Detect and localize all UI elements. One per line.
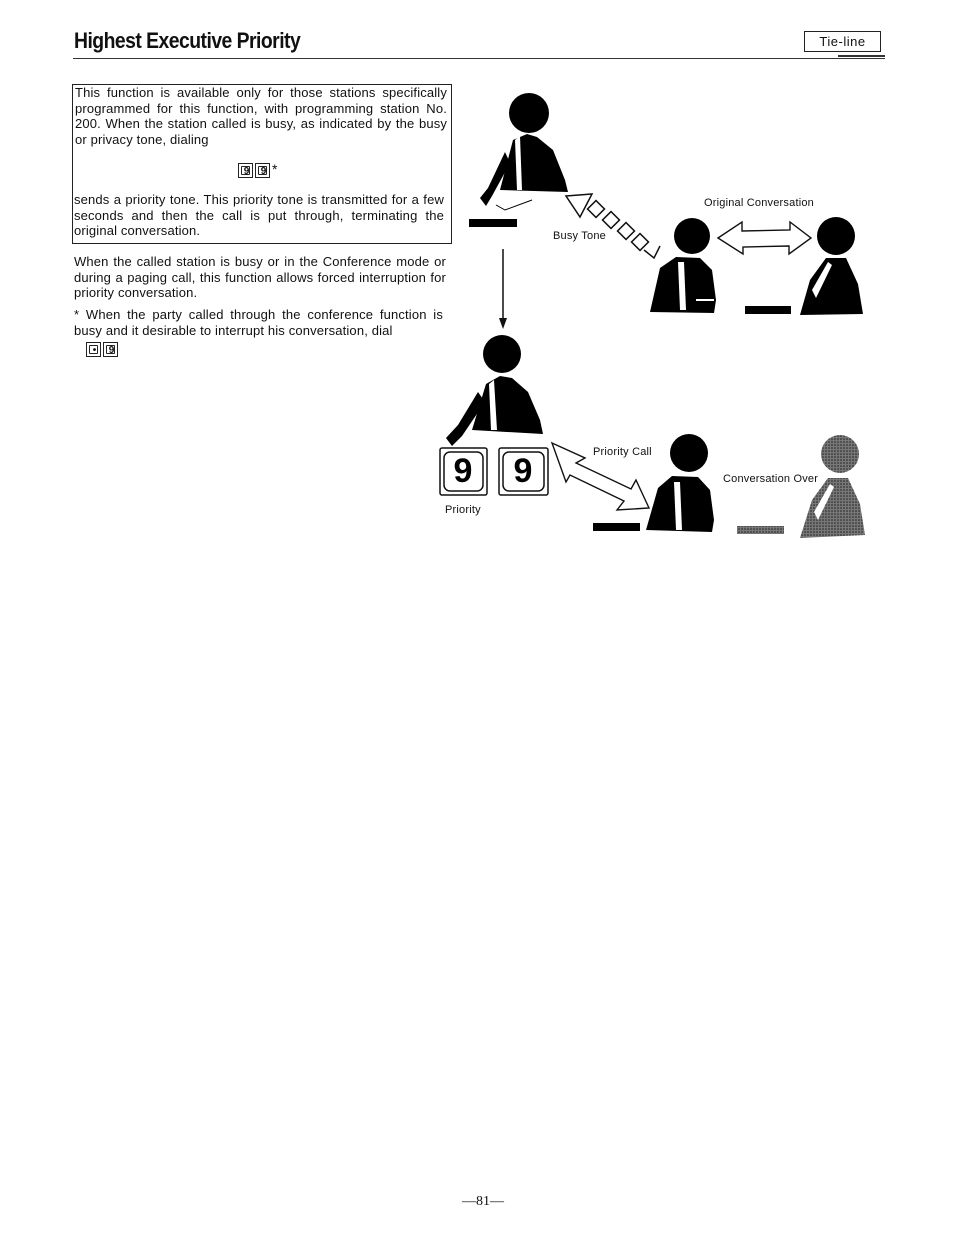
header-rule (73, 58, 885, 59)
body-paragraph: When the called station is busy or in th… (74, 254, 446, 300)
busy-tone-label: Busy Tone (553, 230, 606, 242)
priority-call-arrow-icon (550, 441, 651, 511)
note-paragraph: * When the party called through the conf… (74, 307, 443, 338)
big-key-digit: 9 (514, 452, 533, 490)
priority-call-label: Priority Call (593, 446, 652, 458)
interrupted-party-figure-icon (593, 434, 714, 532)
key-9-icon: 9 (103, 342, 118, 358)
caller-figure-icon (469, 93, 568, 227)
disconnected-party-figure-icon (737, 435, 865, 538)
other-party-figure-icon (800, 217, 863, 315)
busy-party-figure-icon (650, 218, 791, 314)
big-key-digit: 9 (454, 452, 473, 490)
original-conversation-label: Original Conversation (704, 197, 814, 209)
down-arrow-icon (499, 249, 507, 329)
note-key-sequence: •9 (86, 341, 120, 359)
key-dot-icon: • (86, 342, 101, 358)
asterisk-mark: * (272, 161, 278, 177)
conversation-over-label: Conversation Over (723, 473, 819, 485)
box-text-2: sends a priority tone. This priority ton… (74, 192, 444, 238)
box-text-1: This function is available only for thos… (75, 85, 447, 147)
info-box (72, 84, 452, 244)
section-tag: Tie-line (804, 31, 881, 52)
key-9-icon: 9 (255, 162, 270, 178)
key-9-icon: 9 (238, 162, 253, 178)
priority-key-icon (439, 447, 549, 496)
priority-caller-figure-icon (446, 335, 543, 446)
double-arrow-icon (716, 220, 813, 256)
page-number: —81— (462, 1194, 504, 1209)
header-rule-accent (838, 55, 885, 57)
page-title: Highest Executive Priority (74, 28, 301, 53)
busy-tone-icon (564, 193, 661, 260)
priority-label: Priority (445, 504, 481, 516)
